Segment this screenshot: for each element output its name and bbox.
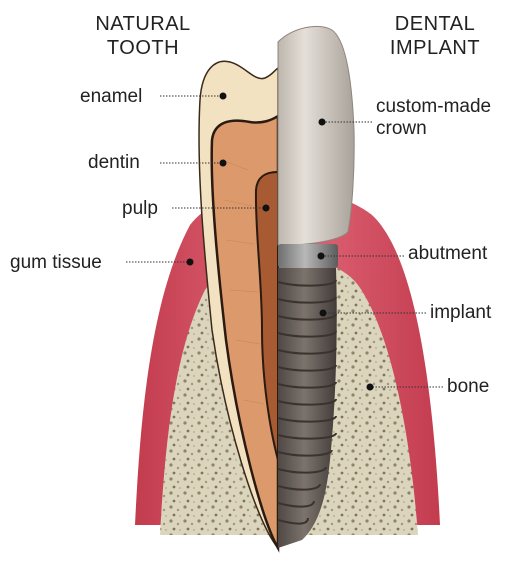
marker-dot-dentin [220,160,227,167]
label-bone: bone [447,376,489,398]
dental-implant-heading: DENTAL IMPLANT [360,12,510,60]
label-pulp: pulp [122,198,158,220]
label-dentin: dentin [88,152,140,174]
label-enamel: enamel [80,86,142,108]
marker-dot-enamel [220,93,227,100]
marker-dot-pulp [263,205,270,212]
label-gum-tissue: gum tissue [10,252,102,274]
dental-implant-heading-line2: IMPLANT [360,36,510,60]
natural-tooth-heading: NATURAL TOOTH [68,12,218,60]
natural-tooth-heading-line1: NATURAL [68,12,218,36]
label-crown-line1: custom-made [376,96,491,118]
label-crown-line2: crown [376,118,491,140]
label-abutment: abutment [408,243,487,265]
crown-shape [278,26,354,245]
dental-implant-heading-line1: DENTAL [360,12,510,36]
label-implant: implant [430,302,491,324]
marker-dot-gum-tissue [187,259,194,266]
marker-dot-bone [367,384,374,391]
marker-dot-abutment [318,253,325,260]
natural-tooth-heading-line2: TOOTH [68,36,218,60]
marker-dot-crown [319,119,326,126]
marker-dot-implant [320,310,327,317]
label-custom-made-crown: custom-made crown [376,96,491,140]
